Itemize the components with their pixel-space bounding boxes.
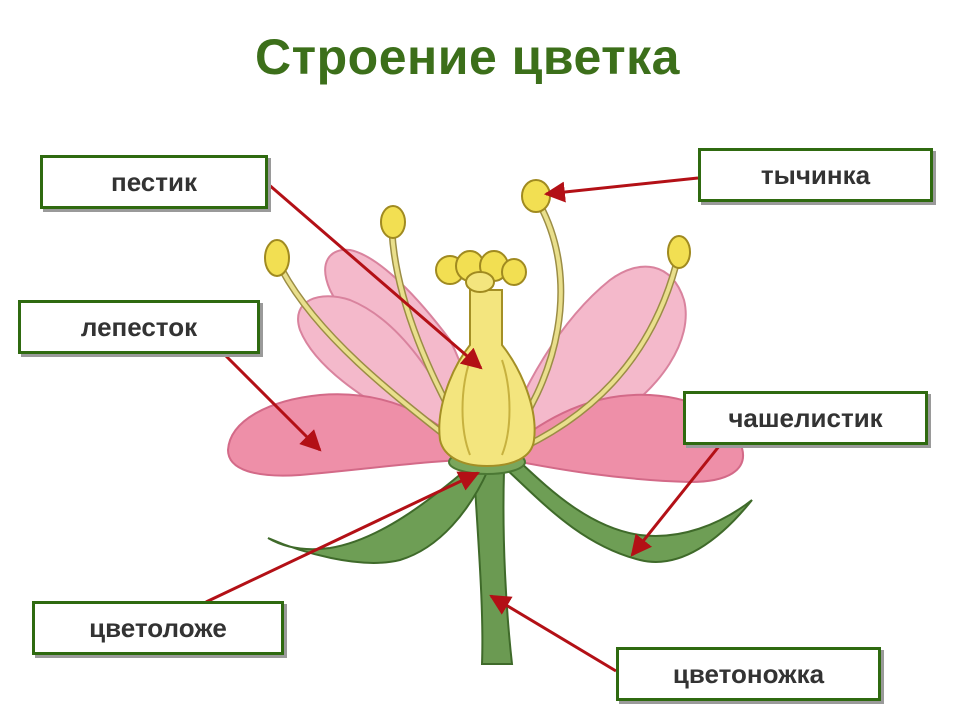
- anther-3: [521, 179, 551, 213]
- sepal-right-shape: [503, 460, 753, 563]
- pistil-line-right: [501, 359, 511, 456]
- stigma-center: [465, 271, 495, 293]
- page-title: Строение цветка: [255, 29, 680, 85]
- anther-1: [264, 239, 290, 277]
- stamen-filament-4-fill: [502, 263, 678, 458]
- petal-front-right-shape: [499, 393, 745, 484]
- anther-4: [667, 235, 691, 269]
- arrow-tsvetonozhka: [489, 594, 617, 673]
- arrow-lepestok: [220, 350, 322, 452]
- arrow-tychinka: [543, 176, 699, 203]
- label-stamen: тычинка: [698, 148, 933, 202]
- anther-2: [380, 205, 406, 239]
- petal-front-left-shape: [226, 393, 475, 477]
- pistil-shape: [438, 289, 536, 468]
- label-flower-stalk: цветоножка: [616, 647, 881, 701]
- sepal-left-shape: [267, 466, 490, 564]
- label-pistil: пестик: [40, 155, 268, 209]
- label-petal: лепесток: [18, 300, 260, 354]
- label-receptacle: цветоложе: [32, 601, 284, 655]
- label-sepal: чашелистик: [683, 391, 928, 445]
- stem-shape: [472, 469, 514, 665]
- arrow-chashelistik: [630, 444, 722, 557]
- arrow-tsvetolozhe: [205, 471, 480, 604]
- arrow-pestik: [267, 182, 483, 370]
- stigma-lobe-4: [501, 258, 527, 286]
